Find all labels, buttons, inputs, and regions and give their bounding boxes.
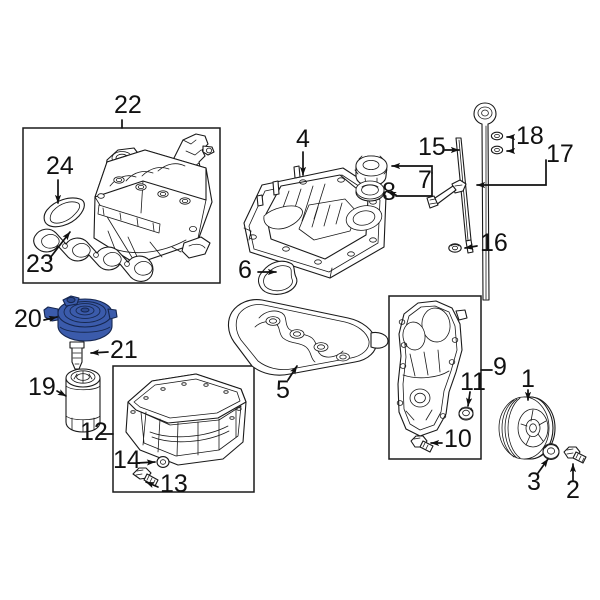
callout-label-17[interactable]: 17 [546, 140, 574, 168]
callout-label-18[interactable]: 18 [516, 122, 544, 150]
part-oil-filter-nipple [69, 341, 85, 370]
leader-21 [90, 349, 109, 356]
part-engine-oil-cooler-highlighted [43, 295, 118, 342]
leader-20 [43, 315, 58, 322]
callout-label-14[interactable]: 14 [113, 446, 141, 474]
callout-label-9[interactable]: 9 [493, 353, 507, 381]
callout-label-15[interactable]: 15 [418, 133, 446, 161]
part-crankshaft-pulley [498, 396, 556, 460]
leader-7-bracket [395, 172, 433, 197]
leader-lines [43, 119, 577, 489]
part-intake-manifold-gasket [33, 228, 154, 282]
callout-label-19[interactable]: 19 [28, 373, 56, 401]
part-pulley-washer [542, 443, 560, 460]
leader-7 [391, 162, 433, 174]
part-drain-plug-gasket [156, 456, 170, 468]
leader-23 [49, 231, 71, 259]
part-timing-cover-plug [458, 406, 474, 421]
part-spark-plug-tube-seal [258, 260, 298, 295]
group-box-oil-pan [112, 365, 255, 493]
part-oil-pan [125, 373, 247, 466]
callout-label-24[interactable]: 24 [46, 152, 74, 180]
part-cylinder-head-cover [243, 165, 387, 279]
callout-label-3[interactable]: 3 [527, 468, 541, 496]
part-intake-manifold [93, 133, 215, 265]
callout-label-1[interactable]: 1 [521, 365, 535, 393]
part-timing-cover-bolt [410, 435, 434, 453]
leader-3 [537, 458, 549, 474]
callout-label-20[interactable]: 20 [14, 305, 42, 333]
callout-label-10[interactable]: 10 [444, 425, 472, 453]
leader-13 [145, 481, 159, 489]
leader-17 [476, 159, 547, 189]
part-valve-cover-gasket [227, 299, 389, 376]
leader-8 [387, 191, 397, 198]
callout-label-6[interactable]: 6 [238, 256, 252, 284]
callout-label-21[interactable]: 21 [110, 336, 138, 364]
callout-label-5[interactable]: 5 [276, 376, 290, 404]
part-dipstick-tube-oring [448, 243, 462, 253]
part-dipstick-seals [490, 131, 504, 155]
part-dipstick-tube [426, 137, 474, 254]
leader-16 [464, 243, 478, 250]
callout-label-7[interactable]: 7 [418, 166, 432, 194]
part-timing-cover [396, 300, 468, 437]
part-pulley-bolt [563, 446, 587, 464]
callout-label-16[interactable]: 16 [480, 229, 508, 257]
part-oil-level-dipstick [473, 102, 497, 301]
group-box-timing-cover [388, 295, 482, 460]
callout-label-22[interactable]: 22 [114, 91, 142, 119]
callout-label-4[interactable]: 4 [296, 125, 310, 153]
callout-label-8[interactable]: 8 [382, 178, 396, 206]
part-throttle-body-gasket [43, 197, 85, 228]
callout-label-23[interactable]: 23 [26, 250, 54, 278]
callout-label-12[interactable]: 12 [80, 418, 108, 446]
leader-14 [136, 459, 156, 466]
callout-label-11[interactable]: 11 [460, 368, 486, 396]
part-oil-filler-cap-seal [355, 180, 385, 202]
callout-label-13[interactable]: 13 [160, 470, 188, 498]
leader-11 [466, 391, 473, 407]
leader-5 [287, 365, 298, 381]
part-oil-filter [65, 368, 101, 433]
callout-label-2[interactable]: 2 [566, 476, 580, 504]
leader-18b [506, 136, 516, 155]
part-oil-filler-cap [354, 155, 388, 187]
leader-19 [56, 389, 67, 397]
